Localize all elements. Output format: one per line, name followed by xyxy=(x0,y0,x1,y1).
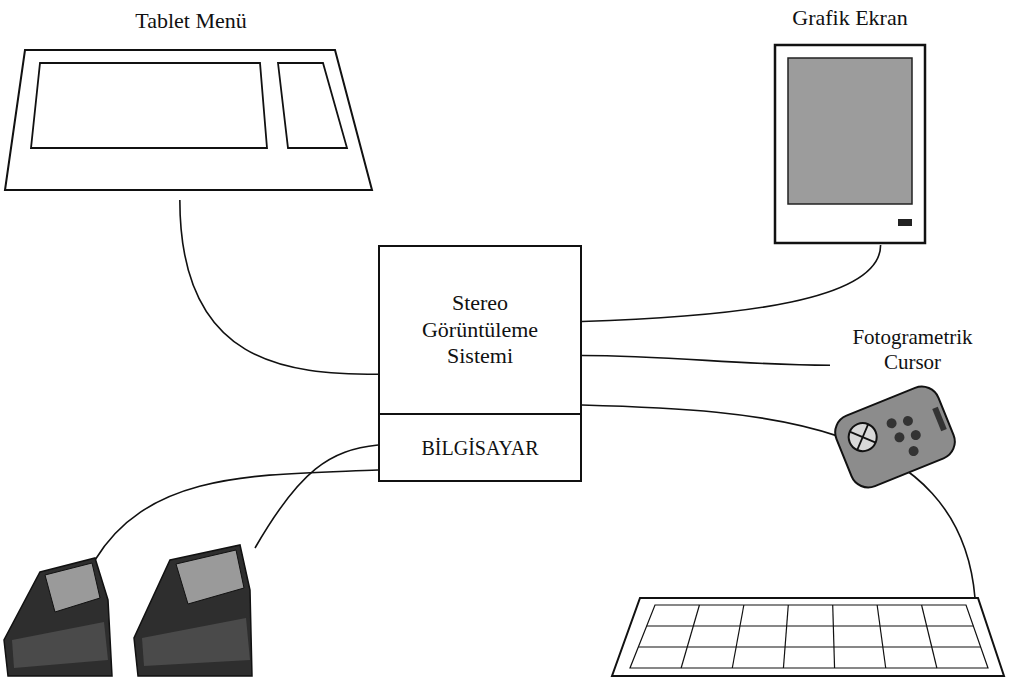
node-label: Tablet Menü xyxy=(5,8,377,34)
monitor-picture xyxy=(760,5,940,245)
cursor-button xyxy=(907,445,920,458)
foot-pedal xyxy=(134,545,252,676)
computer: BİLGİSAYAR xyxy=(378,413,582,482)
foot-pedal xyxy=(4,558,112,676)
node-label: BİLGİSAYAR xyxy=(421,436,538,460)
pedal-body xyxy=(4,558,112,676)
cursor-button xyxy=(885,417,898,430)
monitor-button xyxy=(898,219,912,226)
connector-cable xyxy=(180,200,378,374)
stereo-viewing-system: Stereo Görüntüleme Sistemi xyxy=(378,245,582,415)
pedal-wire xyxy=(255,445,378,548)
cursor-lens xyxy=(844,419,880,455)
graphic-display: Grafik Ekran xyxy=(760,5,940,245)
keyboard-tablet xyxy=(612,598,1004,676)
tablet-picture xyxy=(5,8,377,200)
cursor-button xyxy=(909,429,922,442)
node-label: Stereo Görüntüleme Sistemi xyxy=(405,290,555,369)
grid-line xyxy=(833,605,835,668)
pedal-plate xyxy=(45,563,100,612)
tablet-menu: Tablet Menü xyxy=(5,8,377,200)
cursor-device xyxy=(830,381,960,493)
connector-cable xyxy=(582,356,830,366)
grid-line xyxy=(638,646,980,647)
grid-line xyxy=(681,605,699,668)
grid-line xyxy=(877,605,886,668)
connector-cable xyxy=(582,245,881,322)
cursor-crosshair xyxy=(850,424,876,450)
node-label: Fotogrametrik Cursor xyxy=(833,325,993,375)
monitor-screen xyxy=(788,58,912,204)
grid-line xyxy=(922,605,937,668)
monitor-frame xyxy=(775,45,925,243)
keyboard-wire xyxy=(582,405,975,598)
grid-line xyxy=(783,605,788,668)
pedal-plate xyxy=(176,550,244,604)
cursor-button xyxy=(893,431,906,444)
photogrammetric-cursor: Fotogrametrik Cursor xyxy=(830,325,995,500)
tablet-outline xyxy=(5,50,372,190)
keyboard-grid-frame xyxy=(630,605,988,668)
cursor-body xyxy=(830,381,960,493)
tablet-menu-area xyxy=(278,63,347,148)
grid-line xyxy=(647,625,974,626)
tablet-area xyxy=(31,63,267,148)
pedal-base xyxy=(142,618,250,666)
node-label: Grafik Ekran xyxy=(760,5,940,31)
keyboard-grid xyxy=(638,605,980,668)
grid-line xyxy=(732,605,744,668)
keyboard-outline xyxy=(612,598,1004,676)
cursor-cable-port xyxy=(932,407,947,432)
pedal-body xyxy=(134,545,252,676)
pedal-base xyxy=(12,622,108,668)
cursor-button xyxy=(901,414,914,427)
